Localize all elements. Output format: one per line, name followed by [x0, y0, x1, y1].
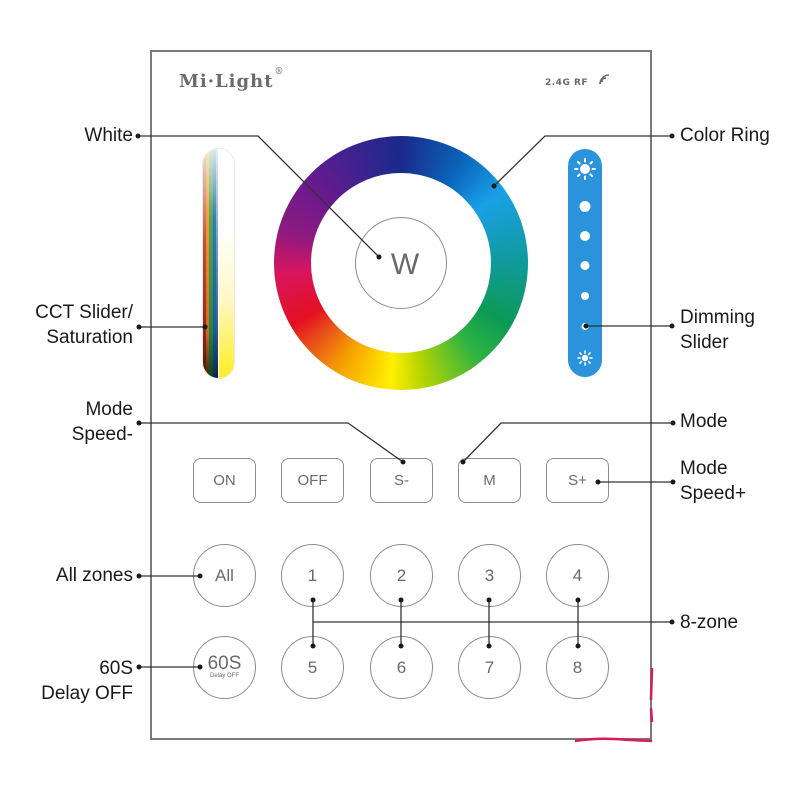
dimming-level-dot: [581, 292, 589, 300]
brand-logo: Mi·Light®: [179, 67, 285, 92]
zone-label: 1: [307, 565, 318, 585]
mode-button[interactable]: M: [458, 458, 521, 503]
label-mode-speed-plus-line1: Mode: [680, 458, 728, 479]
all-zones-button[interactable]: All: [193, 544, 256, 607]
label-color-ring: Color Ring: [680, 123, 770, 148]
label-dimming-line1: Dimming: [680, 307, 755, 328]
leader-dot: [136, 573, 142, 579]
label-all-zones: All zones: [56, 563, 133, 588]
dimming-level-dot: [581, 323, 589, 330]
label-delay-line1: 60S: [99, 658, 133, 679]
zone-label: 5: [307, 657, 318, 677]
zone-label: 6: [396, 657, 407, 677]
label-delay-line2: Delay OFF: [41, 683, 133, 704]
speed-plus-label: S+: [568, 472, 587, 489]
cct-color-stripes: [203, 149, 219, 378]
zone-button-6[interactable]: 6: [370, 636, 433, 699]
delay-button-main-label: 60S: [207, 653, 242, 674]
leader-dot: [136, 324, 142, 330]
dimming-slider[interactable]: [568, 149, 602, 377]
leader-dot: [136, 664, 142, 670]
zone-button-1[interactable]: 1: [281, 544, 344, 607]
on-button[interactable]: ON: [193, 458, 256, 503]
label-all-zones-text: All zones: [55, 565, 133, 586]
leader-dot: [670, 420, 676, 426]
zone-button-2[interactable]: 2: [370, 544, 433, 607]
label-delay-off: 60S Delay OFF: [41, 656, 133, 706]
leader-dot: [669, 323, 675, 329]
zone-button-7[interactable]: 7: [458, 636, 521, 699]
label-cct-saturation: CCT Slider/ Saturation: [35, 300, 133, 350]
speed-minus-button[interactable]: S-: [370, 458, 433, 503]
dimming-level-dot: [580, 261, 590, 270]
label-8-zone: 8-zone: [680, 610, 738, 635]
white-button-label: W: [390, 248, 420, 281]
off-button-label: OFF: [297, 472, 328, 489]
label-mode-speed-minus-line1: Mode: [85, 399, 133, 420]
speed-plus-button[interactable]: S+: [546, 458, 609, 503]
zone-label: 7: [484, 657, 495, 677]
label-mode-text: Mode: [680, 411, 728, 432]
label-mode: Mode: [680, 409, 728, 434]
label-cct-line2: Saturation: [46, 327, 133, 348]
on-button-label: ON: [213, 472, 236, 489]
leader-dot: [136, 420, 142, 426]
signal-waves-icon: [599, 74, 610, 85]
brand-name: Mi·Light: [179, 71, 274, 92]
zone-label: 8: [572, 657, 583, 677]
label-mode-speed-minus: Mode Speed-: [72, 397, 133, 447]
off-button[interactable]: OFF: [281, 458, 344, 503]
leader-dot: [670, 479, 676, 485]
label-white: White: [84, 123, 133, 148]
zone-button-8[interactable]: 8: [546, 636, 609, 699]
leader-dot: [669, 619, 675, 625]
label-mode-speed-minus-line2: Speed-: [71, 424, 133, 445]
zone-button-5[interactable]: 5: [281, 636, 344, 699]
label-mode-speed-plus-line2: Speed+: [680, 483, 747, 504]
zone-label: 3: [484, 565, 495, 585]
label-dimming-line2: Slider: [680, 332, 729, 353]
zone-button-3[interactable]: 3: [458, 544, 521, 607]
leader-dot: [135, 133, 141, 139]
zone-button-4[interactable]: 4: [546, 544, 609, 607]
zone-label: 4: [572, 565, 583, 585]
label-color-ring-text: Color Ring: [680, 125, 770, 146]
registered-mark: ®: [274, 67, 285, 77]
cct-saturation-slider[interactable]: [202, 148, 235, 379]
label-white-text: White: [84, 125, 133, 146]
leader-dot: [669, 133, 675, 139]
label-cct-line1: CCT Slider/: [35, 302, 133, 323]
brightness-high-icon: [574, 158, 596, 180]
label-mode-speed-plus: Mode Speed+: [680, 456, 746, 506]
zone-label: 2: [396, 565, 407, 585]
label-dimming-slider: Dimming Slider: [680, 305, 755, 355]
mode-button-label: M: [483, 472, 496, 489]
all-button-label: All: [215, 565, 234, 585]
brightness-low-icon: [577, 350, 593, 366]
label-8-zone-text: 8-zone: [680, 612, 739, 633]
cct-warm-gradient: [218, 149, 234, 378]
delay-off-button[interactable]: 60S Delay OFF: [193, 636, 256, 699]
white-button[interactable]: W: [355, 217, 447, 309]
dimming-level-dot: [579, 201, 591, 212]
speed-minus-label: S-: [394, 472, 409, 489]
dimming-level-dot: [580, 231, 590, 241]
delay-button-sub-label: Delay OFF: [209, 673, 239, 679]
rf-label: 2.4G RF: [545, 78, 589, 88]
